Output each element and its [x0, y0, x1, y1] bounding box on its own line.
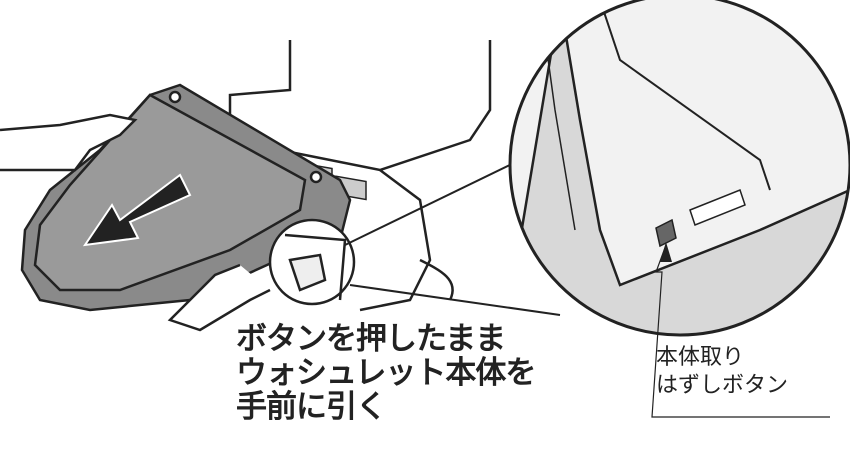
instruction-line: ボタンを押したまま [236, 321, 506, 357]
callout-line: 本体取り [656, 345, 745, 370]
toilet-body [228, 40, 492, 312]
hands [0, 113, 271, 332]
instruction-text: ボタンを押したまま ウォシュレット本体を 手前に引く [236, 321, 536, 425]
callout-line: はずしボタン [656, 373, 789, 398]
detail-circle-large [508, 0, 850, 337]
callout-pointer [651, 242, 830, 418]
instruction-line: ウォシュレット本体を [236, 355, 536, 391]
instruction-line: 手前に引く [236, 389, 387, 425]
detail-circle-small [268, 218, 356, 306]
magnify-connectors [344, 159, 561, 316]
callout-label: 本体取り はずしボタン [656, 344, 788, 400]
release-button-icon [655, 218, 677, 248]
pull-direction-arrow [82, 173, 192, 247]
